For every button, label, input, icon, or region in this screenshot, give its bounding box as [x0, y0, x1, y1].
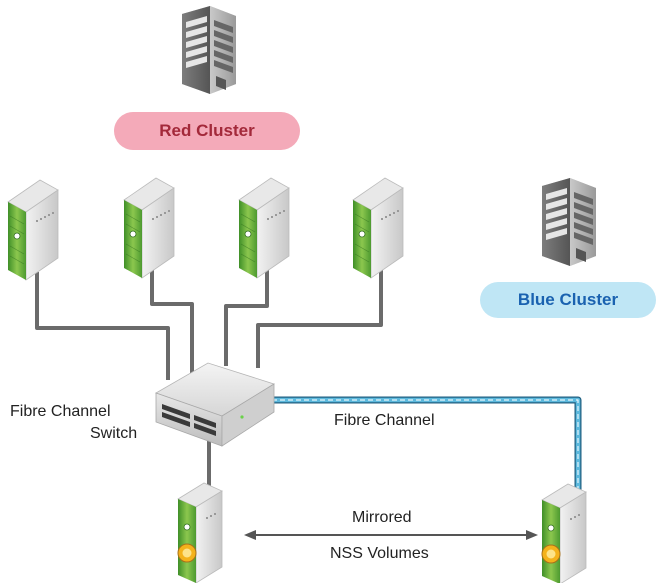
storage-server-left-icon[interactable]: [177, 482, 223, 584]
red-cluster-building-icon: [182, 6, 236, 94]
cable-server-2: [150, 270, 194, 374]
storage-server-right-icon[interactable]: [541, 483, 587, 585]
blue-cluster-building-icon: [542, 178, 596, 266]
cable-server-3: [224, 270, 269, 366]
server-3-icon[interactable]: [238, 177, 290, 279]
red-cluster-label: Red Cluster: [114, 112, 300, 150]
fibre-channel-label: Fibre Channel: [334, 412, 435, 429]
cable-server-1: [35, 272, 170, 380]
blue-cluster-label: Blue Cluster: [480, 282, 656, 318]
server-1-icon[interactable]: [7, 179, 59, 281]
cable-server-4: [256, 270, 383, 368]
server-2-icon[interactable]: [123, 177, 175, 279]
mirrored-label: Mirrored: [352, 509, 412, 526]
switch-label-line2: Switch: [90, 425, 138, 442]
cables: [35, 270, 383, 490]
nss-volumes-label: NSS Volumes: [330, 545, 429, 562]
server-4-icon[interactable]: [352, 177, 404, 279]
switch-label-line1: Fibre Channel: [10, 403, 111, 420]
red-cluster-label-text: Red Cluster: [159, 121, 255, 140]
fibre-channel-switch-icon[interactable]: [155, 362, 275, 447]
fibre-channel-link: [272, 396, 582, 492]
mirror-arrow: [244, 530, 538, 540]
blue-cluster-label-text: Blue Cluster: [517, 290, 619, 309]
